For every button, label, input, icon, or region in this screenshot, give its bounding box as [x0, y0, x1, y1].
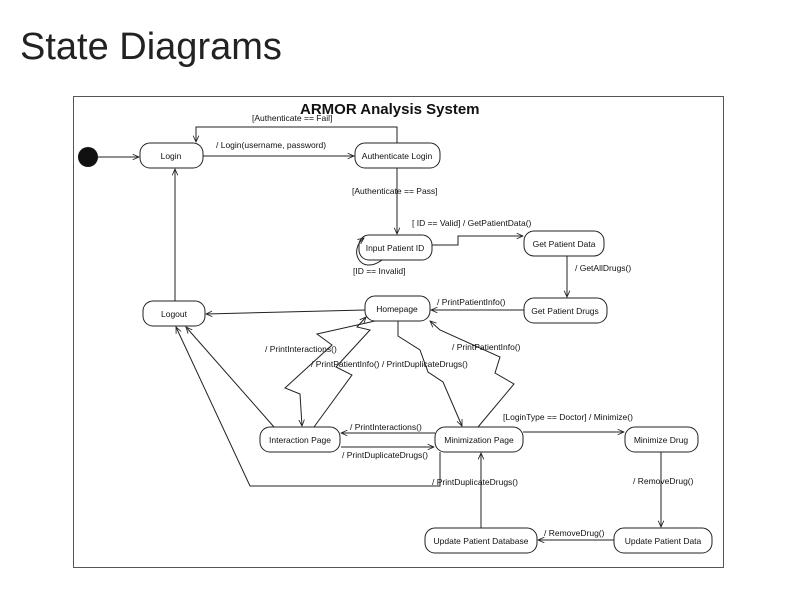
state-interaction-page: Interaction Page	[259, 426, 341, 453]
state-update-patient-data-label: Update Patient Data	[625, 536, 702, 546]
label-print-interactions-mid: / PrintInteractions()	[350, 422, 422, 432]
label-login-call: / Login(username, password)	[216, 140, 326, 150]
label-id-valid: [ ID == Valid] / GetPatientData()	[412, 218, 532, 228]
edge-minimization-logout	[175, 327, 441, 487]
label-print-duplicate-bottom: / PrintDuplicateDrugs()	[432, 477, 518, 487]
edge-homepage-minimization	[397, 321, 462, 426]
state-update-patient-database: Update Patient Database	[424, 527, 538, 554]
label-id-invalid: [ID == Invalid]	[353, 266, 405, 276]
label-remove-drug-bottom: / RemoveDrug()	[544, 528, 605, 538]
state-get-patient-drugs-label: Get Patient Drugs	[531, 306, 599, 316]
state-logout: Logout	[142, 300, 206, 327]
label-print-patient-info-right: / PrintPatientInfo()	[452, 342, 521, 352]
state-homepage-label: Homepage	[376, 304, 418, 314]
label-print-patient-info-home: / PrintPatientInfo()	[437, 297, 506, 307]
label-print-duplicate-mid: / PrintDuplicateDrugs()	[342, 450, 428, 460]
state-get-patient-drugs: Get Patient Drugs	[523, 297, 608, 324]
state-update-patient-data: Update Patient Data	[613, 527, 713, 554]
state-minimization-page-label: Minimization Page	[444, 435, 514, 445]
edge-minimization-homepage	[430, 321, 515, 428]
state-get-patient-data-label: Get Patient Data	[533, 239, 596, 249]
state-authenticate-login: Authenticate Login	[354, 142, 441, 169]
label-print-interactions-left: / PrintInteractions()	[265, 344, 337, 354]
state-authenticate-login-label: Authenticate Login	[362, 151, 433, 161]
label-auth-pass: [Authenticate == Pass]	[352, 186, 438, 196]
state-login-label: Login	[161, 151, 182, 161]
label-login-type-doctor: [LoginType == Doctor] / Minimize()	[503, 412, 633, 422]
state-minimize-drug-label: Minimize Drug	[634, 435, 689, 445]
initial-state-dot	[78, 147, 98, 167]
state-interaction-page-label: Interaction Page	[269, 435, 331, 445]
diagram-title: ARMOR Analysis System	[300, 101, 480, 118]
state-input-patient-id: Input Patient ID	[358, 234, 433, 261]
edge-id-invalid-loop	[356, 238, 383, 266]
state-minimization-page: Minimization Page	[434, 426, 524, 453]
state-logout-label: Logout	[161, 309, 188, 319]
state-minimize-drug: Minimize Drug	[624, 426, 699, 453]
state-homepage: Homepage	[364, 295, 431, 322]
slide-title: State Diagrams	[20, 26, 282, 68]
edge-homepage-logout	[206, 309, 366, 314]
state-input-patient-id-label: Input Patient ID	[366, 243, 425, 253]
edge-interaction-homepage	[313, 317, 371, 428]
edge-homepage-interaction	[284, 320, 376, 426]
label-print-center: / PrintPatientInfo() / PrintDuplicateDru…	[311, 359, 468, 369]
label-auth-fail: [Authenticate == Fail]	[252, 113, 332, 123]
state-get-patient-data: Get Patient Data	[523, 230, 605, 257]
state-update-patient-database-label: Update Patient Database	[434, 536, 529, 546]
state-login: Login	[139, 142, 204, 169]
edge-auth-fail	[196, 126, 398, 143]
edge-id-valid	[432, 236, 523, 246]
edge-interaction-logout	[186, 327, 275, 428]
label-remove-drug-right: / RemoveDrug()	[633, 476, 694, 486]
label-get-all-drugs: / GetAllDrugs()	[575, 263, 631, 273]
diagram-frame	[73, 96, 724, 568]
